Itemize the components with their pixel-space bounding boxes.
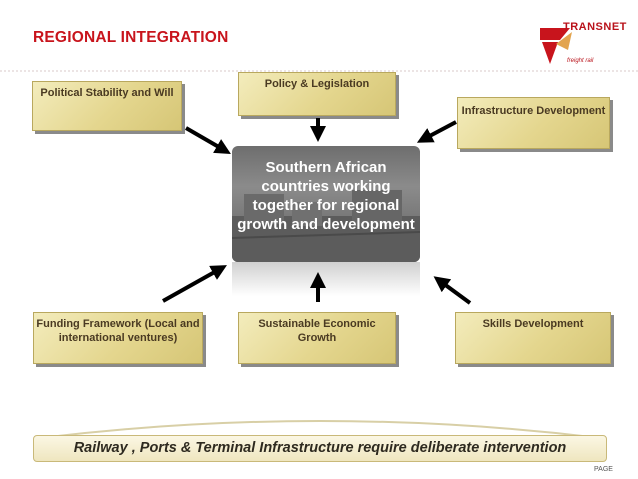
page-label: PAGE xyxy=(594,466,613,473)
box-funding-label: Funding Framework (Local and internation… xyxy=(36,318,200,344)
arrow-skills xyxy=(433,276,472,305)
box-policy-legislation: Policy & Legislation xyxy=(238,72,396,116)
box-infrastructure-development: Infrastructure Development xyxy=(457,97,610,149)
box-skills-label: Skills Development xyxy=(482,318,584,330)
slide-title: REGIONAL INTEGRATION xyxy=(33,29,229,46)
bottom-banner: Railway , Ports & Terminal Infrastructur… xyxy=(33,435,607,462)
box-infrastructure-label: Infrastructure Development xyxy=(461,105,606,117)
center-hub: Southern African countries working toget… xyxy=(232,146,420,262)
arrow-funding xyxy=(162,265,227,303)
logo-wordmark: TRANSNET xyxy=(563,21,627,33)
logo-subtitle: freight rail xyxy=(567,58,594,64)
box-sustainable-label: Sustainable Economic Growth xyxy=(258,318,376,344)
arrow-political xyxy=(184,126,231,155)
center-background-image xyxy=(232,190,420,262)
bottom-arc xyxy=(39,420,601,439)
box-sustainable-growth: Sustainable Economic Growth xyxy=(238,312,396,364)
box-political-stability: Political Stability and Will xyxy=(32,81,182,131)
box-skills-development: Skills Development xyxy=(455,312,611,364)
box-funding-framework: Funding Framework (Local and internation… xyxy=(33,312,203,364)
transnet-logo xyxy=(540,28,572,64)
box-political-stability-label: Political Stability and Will xyxy=(40,87,174,99)
center-reflection xyxy=(232,262,420,296)
center-text: Southern African countries working toget… xyxy=(237,159,415,233)
box-policy-legislation-label: Policy & Legislation xyxy=(264,78,370,90)
arrow-infrastructure xyxy=(416,120,457,143)
